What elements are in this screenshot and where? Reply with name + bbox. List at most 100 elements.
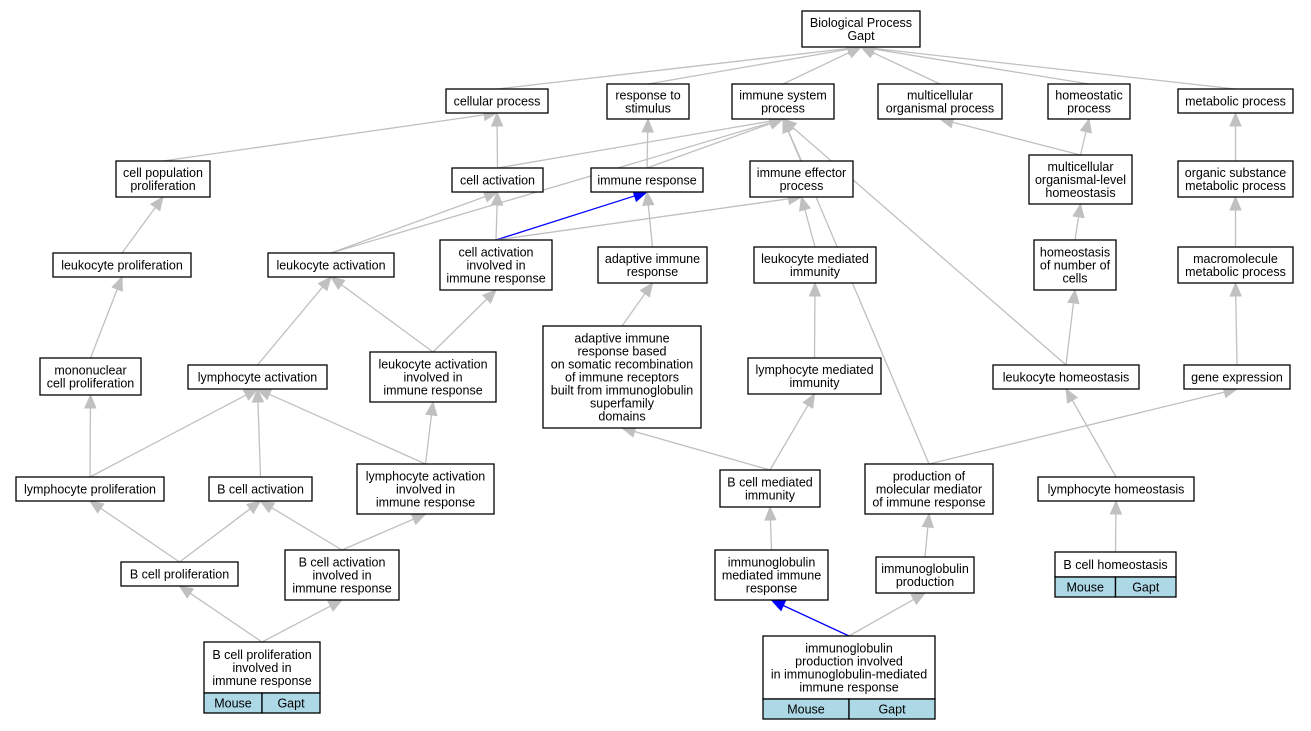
node-bca[interactable]: B cell activation [208, 476, 313, 502]
node-label: production [896, 575, 954, 589]
edge-lya-to-la [257, 286, 324, 366]
node-label: Gapt [847, 29, 875, 43]
edge-cp-to-bp [496, 47, 849, 90]
arrowhead-bcmi-to-lymi [802, 392, 816, 409]
arrowhead-caiir-to-ca [490, 190, 504, 206]
node-label: metabolic process [1185, 94, 1286, 108]
node-lyp[interactable]: lymphocyte proliferation [15, 476, 165, 502]
arrowhead-lmi-to-iep [799, 195, 812, 212]
node-lya[interactable]: lymphocyte activation [187, 364, 328, 390]
edge-molh-to-mop [952, 121, 1081, 156]
arrowhead-lh-to-hnc [1067, 288, 1080, 305]
edge-hp-to-bp [873, 48, 1090, 85]
node-box-osmp [1177, 160, 1294, 198]
arrowhead-ca-to-cp [490, 111, 504, 127]
node-box-ipiimir [762, 635, 936, 700]
edge-laiir-to-caiir [432, 298, 488, 353]
node-bcp[interactable]: B cell proliferation [120, 561, 239, 587]
node-label: involved in [232, 661, 291, 675]
node-box-bcaiir [284, 549, 400, 601]
edge-bcaiir-to-bca [271, 507, 343, 551]
node-label: immune system [739, 88, 827, 102]
arrowhead-mcp-to-lp [111, 275, 123, 292]
node-label: B cell proliferation [130, 567, 229, 581]
node-ir[interactable]: immune response [590, 167, 704, 193]
node-box-lyh [1037, 476, 1195, 502]
node-label: lymphocyte activation [198, 370, 318, 384]
node-label: on somatic recombination [551, 357, 693, 371]
node-label: cellular process [454, 94, 541, 108]
node-mp[interactable]: metabolic process [1177, 88, 1294, 114]
node-label: adaptive immune [605, 252, 700, 266]
node-ca[interactable]: cell activation [451, 167, 544, 193]
node-box-air [597, 246, 708, 284]
node-label: response to [615, 88, 680, 102]
edge-mcp-to-lp [89, 288, 118, 359]
node-box-ca [451, 167, 544, 193]
edge-airb-to-air [621, 293, 646, 327]
edge-ge-to-mmp [1235, 295, 1238, 366]
arrowhead-lymi-to-lmi [808, 281, 822, 297]
node-label: macromolecule [1193, 252, 1278, 266]
edge-lh-to-hnc [1065, 302, 1075, 366]
node-lp[interactable]: leukocyte proliferation [52, 252, 192, 278]
node-lh[interactable]: leukocyte homeostasis [992, 364, 1140, 390]
arrowhead-airb-to-air [639, 281, 654, 298]
node-box-ge [1183, 364, 1291, 390]
node-label: adaptive immune [574, 331, 669, 345]
node-box-bcp [120, 561, 239, 587]
node-label: B cell mediated [727, 475, 813, 489]
node-ge[interactable]: gene expression [1183, 364, 1291, 390]
arrowhead-bca-to-lya [251, 387, 265, 403]
edge-caiir-to-ir [495, 195, 635, 241]
edge-ip-to-pmmir [924, 526, 929, 558]
node-label: homeostasis [1045, 186, 1115, 200]
edges-layer [84, 42, 1242, 643]
node-label: Biological Process [810, 16, 912, 30]
node-la[interactable]: leukocyte activation [267, 252, 395, 278]
node-label: response [746, 581, 797, 595]
node-label: involved in [466, 258, 525, 272]
node-cp[interactable]: cellular process [445, 88, 549, 114]
node-box-lyaiir [356, 463, 495, 515]
annotation-cell-gapt [261, 692, 321, 714]
node-box-bp [801, 10, 921, 48]
node-label: immune response [799, 680, 898, 694]
arrowhead-ge-to-mmp [1229, 281, 1242, 297]
node-box-iep [749, 160, 854, 198]
edge-lmi-to-iep [804, 209, 816, 248]
edge-lyaiir-to-laiir [424, 414, 433, 465]
arrowhead-ir-to-rts [641, 117, 654, 133]
arrowhead-bch-to-lyh [1109, 499, 1123, 515]
edge-lp-to-cpp [121, 207, 156, 254]
node-lyh[interactable]: lymphocyte homeostasis [1037, 476, 1195, 502]
